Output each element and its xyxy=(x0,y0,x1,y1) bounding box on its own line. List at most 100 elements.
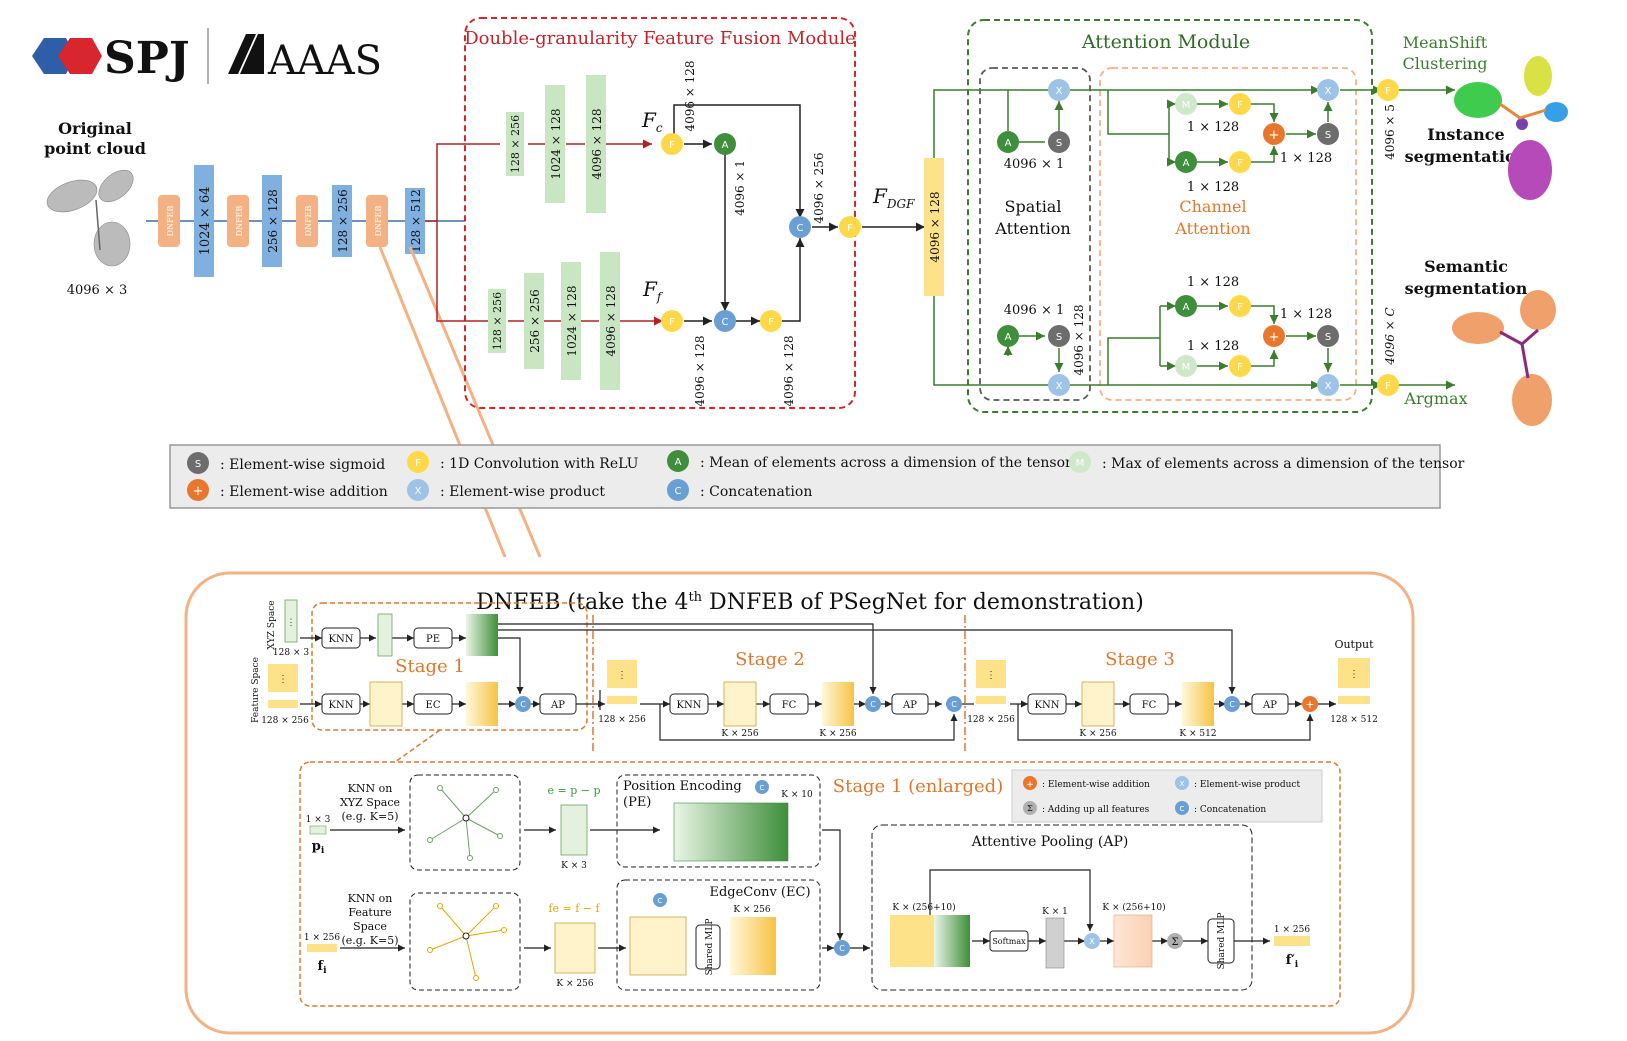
stage2-label: Stage 2 xyxy=(735,649,805,670)
svg-text:DNFEB: DNFEB xyxy=(166,206,175,237)
channel-top-f2-node: F xyxy=(1229,151,1251,173)
stage1-enlarged-box xyxy=(299,761,1341,1007)
ec-detail-box xyxy=(616,879,821,991)
enlarged-legend-product: X: Element-wise product xyxy=(1175,776,1300,790)
legend-box xyxy=(169,444,1441,509)
relative-feature-tensor xyxy=(554,922,596,974)
input-title-line1: Original xyxy=(58,119,132,138)
svg-text:1024 × 128: 1024 × 128 xyxy=(549,108,563,179)
svg-text:1024 × 64: 1024 × 64 xyxy=(198,187,213,256)
stage1-ap-box: AP xyxy=(539,693,577,715)
stage1-enlarged-title: Stage 1 (enlarged) xyxy=(833,776,1003,797)
fusion-node-f-coarse: F xyxy=(661,133,683,155)
svg-text:S: S xyxy=(1056,332,1062,343)
svg-text:PE: PE xyxy=(426,634,440,645)
stage1-ec-box: EC xyxy=(413,693,453,715)
stage3-neighbors xyxy=(1081,681,1115,727)
svg-text:DNFEB: DNFEB xyxy=(374,206,383,237)
enlarge-connector xyxy=(394,729,441,763)
svg-text:AP: AP xyxy=(902,700,917,711)
spatial-attention-label-2: Attention xyxy=(994,219,1070,238)
svg-text:: Element-wise addition: : Element-wise addition xyxy=(1042,780,1150,790)
fine-block-1: 128 × 256 xyxy=(488,289,506,353)
ap-detail-box xyxy=(871,824,1253,991)
fusion-dim-4096x256: 4096 × 256 xyxy=(812,152,826,223)
svg-text:DNFEB: DNFEB xyxy=(235,206,244,237)
svg-text:C: C xyxy=(760,784,765,792)
channel-top-a-node: A xyxy=(1175,151,1197,173)
fusion-module-box xyxy=(464,17,856,409)
coarse-block-1: 128 × 256 xyxy=(506,112,524,176)
meanshift-label-2: Clustering xyxy=(1402,54,1487,73)
svg-text:128 × 512: 128 × 512 xyxy=(409,189,423,253)
channel-bottom-x-node: X xyxy=(1317,374,1339,396)
svg-text:X: X xyxy=(1056,381,1063,392)
svg-text:A: A xyxy=(675,457,682,468)
semantic-seg-label-1: Semantic xyxy=(1424,257,1508,276)
svg-text:S: S xyxy=(1056,138,1062,149)
svg-text:: Adding up all features: : Adding up all features xyxy=(1042,805,1150,815)
e-equation: e = p − p xyxy=(547,784,600,797)
ec-output-dim: K × 256 xyxy=(733,905,770,915)
svg-text:4096 × 128: 4096 × 128 xyxy=(928,191,942,262)
output-label: Output xyxy=(1334,638,1374,651)
weighted-feature-matrix xyxy=(1113,914,1153,968)
svg-text:C: C xyxy=(658,897,663,905)
svg-text:256 × 256: 256 × 256 xyxy=(528,289,542,353)
svg-text:EC: EC xyxy=(426,700,441,711)
svg-text:F: F xyxy=(1237,302,1243,313)
semantic-output-dim: 4096 × C xyxy=(1383,307,1397,365)
fusion-dim-4096x1: 4096 × 1 xyxy=(733,160,747,216)
aaas-logo xyxy=(228,34,264,74)
spj-hexagon-red xyxy=(58,38,102,74)
instance-seg-label-1: Instance xyxy=(1427,125,1504,144)
legend-item-max: M : Max of elements across a dimension o… xyxy=(1069,451,1465,473)
svg-text:128 × 256: 128 × 256 xyxy=(336,189,350,253)
channel-bottom-f1-node: F xyxy=(1229,295,1251,317)
svg-text:Softmax: Softmax xyxy=(992,937,1026,946)
stage1-knn-top: KNN xyxy=(321,627,361,649)
ec-concat-node: C xyxy=(653,893,667,907)
svg-text:Shared MLP: Shared MLP xyxy=(1217,913,1227,970)
output-tensor: ⋮ xyxy=(1338,658,1370,704)
svg-text:F: F xyxy=(415,458,421,469)
stage2-input-dim: 128 × 256 xyxy=(598,715,646,725)
fusion-node-f-after-concat: F xyxy=(760,310,782,332)
instance-output-dim: 4096 × 5 xyxy=(1383,104,1397,160)
svg-text:128 × 256: 128 × 256 xyxy=(509,115,522,173)
legend-item-product: X : Element-wise product xyxy=(407,479,605,501)
svg-text:F: F xyxy=(1237,100,1243,111)
stage2-concat-node: C xyxy=(865,696,881,712)
dnfeb-detail-title: DNFEB (take the 4th DNFEB of PSegNet for… xyxy=(476,590,1144,615)
pe-detail-title-2: (PE) xyxy=(623,795,651,810)
channel-bottom-add-node: + xyxy=(1263,325,1285,347)
channel-bottom-dim-1: 1 × 128 xyxy=(1187,275,1239,290)
svg-text:⋮: ⋮ xyxy=(1349,669,1359,680)
channel-top-add-node: + xyxy=(1263,123,1285,145)
instance-segmentation-image xyxy=(1454,56,1568,200)
svg-text:C: C xyxy=(675,486,682,497)
stage1-concat-node: C xyxy=(515,696,531,712)
svg-text:4096 × 128: 4096 × 128 xyxy=(604,285,618,356)
svg-text:X: X xyxy=(1056,86,1063,97)
channel-top-dim-3: 1 × 128 xyxy=(1187,180,1239,195)
channel-bottom-a-node: A xyxy=(1175,295,1197,317)
svg-text:4096 × 128: 4096 × 128 xyxy=(590,108,604,179)
ap-wiring xyxy=(929,869,1270,945)
softmax-box: Softmax xyxy=(989,930,1029,952)
pi-dim: 1 × 3 xyxy=(306,815,331,825)
pe-dim: K × 10 xyxy=(781,790,813,800)
stage2-input-tensor: ⋮ xyxy=(607,660,637,704)
stage2-neighbors-dim: K × 256 xyxy=(721,729,758,739)
weighted-feature-dim: K × (256+10) xyxy=(1102,902,1165,913)
stage1-ec-output xyxy=(466,682,498,726)
stage1-label: Stage 1 xyxy=(395,656,465,677)
stage2-ap-box: AP xyxy=(891,693,929,715)
svg-text:AP: AP xyxy=(550,700,565,711)
svg-text:FC: FC xyxy=(782,700,797,711)
svg-text:S: S xyxy=(1325,332,1331,343)
svg-text:A: A xyxy=(1005,138,1012,149)
input-size-label: 4096 × 3 xyxy=(67,283,128,298)
encoder-size-block-3: 128 × 256 xyxy=(332,185,352,257)
legend-item-concat: C : Concatenation xyxy=(667,479,812,501)
